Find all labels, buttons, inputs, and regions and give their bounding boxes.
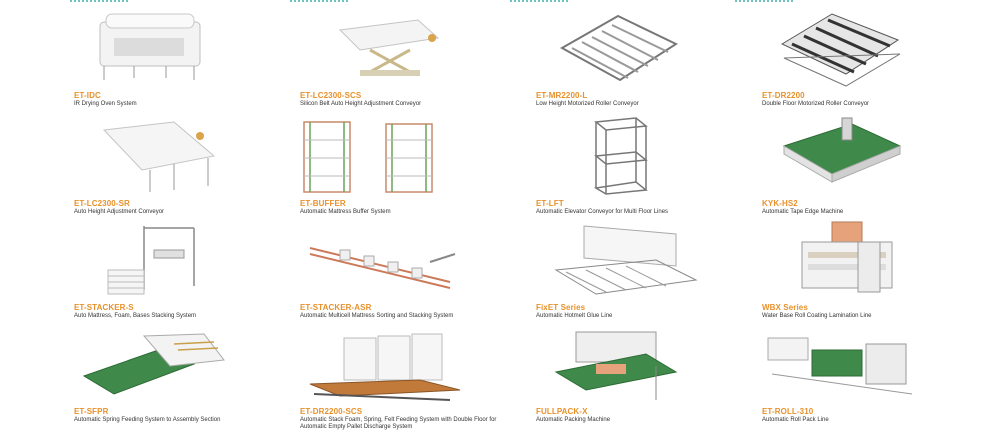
- product-code: ET-LFT: [536, 199, 564, 208]
- product-card[interactable]: ET-DR2200 Double Floor Motorized Roller …: [762, 8, 992, 118]
- top-rule-4: [735, 0, 795, 2]
- product-card[interactable]: ET-MR2200-L Low Height Motorized Roller …: [536, 8, 766, 118]
- product-card[interactable]: KYK-HS2 Automatic Tape Edge Machine: [762, 116, 992, 226]
- product-name: Automatic Hotmelt Glue Line: [536, 313, 613, 319]
- product-card[interactable]: ET-ROLL-310 Automatic Roll Pack Line: [762, 324, 992, 434]
- product-code: ET-IDC: [74, 91, 101, 100]
- buffer-rack-icon: [300, 116, 530, 198]
- product-card[interactable]: ET-LFT Automatic Elevator Conveyor for M…: [536, 116, 766, 226]
- product-code: FixET Series: [536, 303, 586, 312]
- product-code: ET-BUFFER: [300, 199, 346, 208]
- tape-edge-machine-icon: [762, 116, 992, 198]
- product-code: ET-ROLL-310: [762, 407, 814, 416]
- spring-feeder-icon: [74, 324, 304, 406]
- product-card[interactable]: ET-BUFFER Automatic Mattress Buffer Syst…: [300, 116, 530, 226]
- product-code: WBX Series: [762, 303, 808, 312]
- product-code: ET-DR2200: [762, 91, 805, 100]
- product-code: ET-SFPR: [74, 407, 109, 416]
- product-card[interactable]: FULLPACK-X Automatic Packing Machine: [536, 324, 766, 434]
- sorting-line-icon: [300, 220, 530, 302]
- product-name: Automatic Elevator Conveyor for Multi Fl…: [536, 209, 669, 215]
- product-card[interactable]: FixET Series Automatic Hotmelt Glue Line: [536, 220, 766, 330]
- product-name: Auto Mattress, Foam, Bases Stacking Syst…: [74, 313, 197, 319]
- double-roller-conveyor-icon: [762, 8, 992, 90]
- product-code: ET-DR2200-SCS: [300, 407, 363, 416]
- product-name: Automatic Multicell Mattress Sorting and…: [300, 313, 454, 319]
- product-name: IR Drying Oven System: [74, 101, 137, 107]
- drying-oven-icon: [74, 8, 304, 90]
- product-name: Automatic Tape Edge Machine: [762, 209, 844, 215]
- stacker-icon: [74, 220, 304, 302]
- product-name: Automatic Mattress Buffer System: [300, 209, 391, 215]
- product-name: Double Floor Motorized Roller Conveyor: [762, 101, 870, 107]
- product-code: ET-STACKER-ASR: [300, 303, 372, 312]
- product-code: ET-LC2300-SCS: [300, 91, 362, 100]
- product-card[interactable]: ET-LC2300-SCS Silicon Belt Auto Height A…: [300, 8, 530, 118]
- roller-conveyor-icon: [536, 8, 766, 90]
- product-card[interactable]: ET-STACKER-S Auto Mattress, Foam, Bases …: [74, 220, 304, 330]
- glue-line-icon: [536, 220, 766, 302]
- product-card[interactable]: ET-SFPR Automatic Spring Feeding System …: [74, 324, 304, 434]
- product-name: Automatic Roll Pack Line: [762, 417, 829, 423]
- top-rule-3: [510, 0, 570, 2]
- elevator-tower-icon: [536, 116, 766, 198]
- top-rule-2: [290, 0, 350, 2]
- lift-conveyor-icon: [300, 8, 530, 90]
- product-card[interactable]: ET-IDC IR Drying Oven System: [74, 8, 304, 118]
- product-name: Water Base Roll Coating Lamination Line: [762, 313, 872, 319]
- product-name: Low Height Motorized Roller Conveyor: [536, 101, 639, 107]
- product-card[interactable]: WBX Series Water Base Roll Coating Lamin…: [762, 220, 992, 330]
- lamination-line-icon: [762, 220, 992, 302]
- packing-machine-icon: [536, 324, 766, 406]
- product-code: ET-STACKER-S: [74, 303, 134, 312]
- top-rule-1: [70, 0, 130, 2]
- product-card[interactable]: ET-LC2300-SR Auto Height Adjustment Conv…: [74, 116, 304, 226]
- roll-pack-line-icon: [762, 324, 992, 406]
- product-code: ET-MR2200-L: [536, 91, 588, 100]
- inclined-conveyor-icon: [74, 116, 304, 198]
- product-name: Automatic Stack Foam, Spring, Felt Feedi…: [300, 417, 497, 430]
- product-name: Silicon Belt Auto Height Adjustment Conv…: [300, 101, 422, 107]
- product-card[interactable]: ET-DR2200-SCS Automatic Stack Foam, Spri…: [300, 324, 530, 434]
- product-name: Automatic Packing Machine: [536, 417, 611, 423]
- product-card[interactable]: ET-STACKER-ASR Automatic Multicell Mattr…: [300, 220, 530, 330]
- product-code: FULLPACK-X: [536, 407, 588, 416]
- product-name: Automatic Spring Feeding System to Assem…: [74, 417, 221, 423]
- product-code: ET-LC2300-SR: [74, 199, 130, 208]
- product-name: Auto Height Adjustment Conveyor: [74, 209, 165, 215]
- foam-feeding-icon: [300, 324, 530, 406]
- product-code: KYK-HS2: [762, 199, 798, 208]
